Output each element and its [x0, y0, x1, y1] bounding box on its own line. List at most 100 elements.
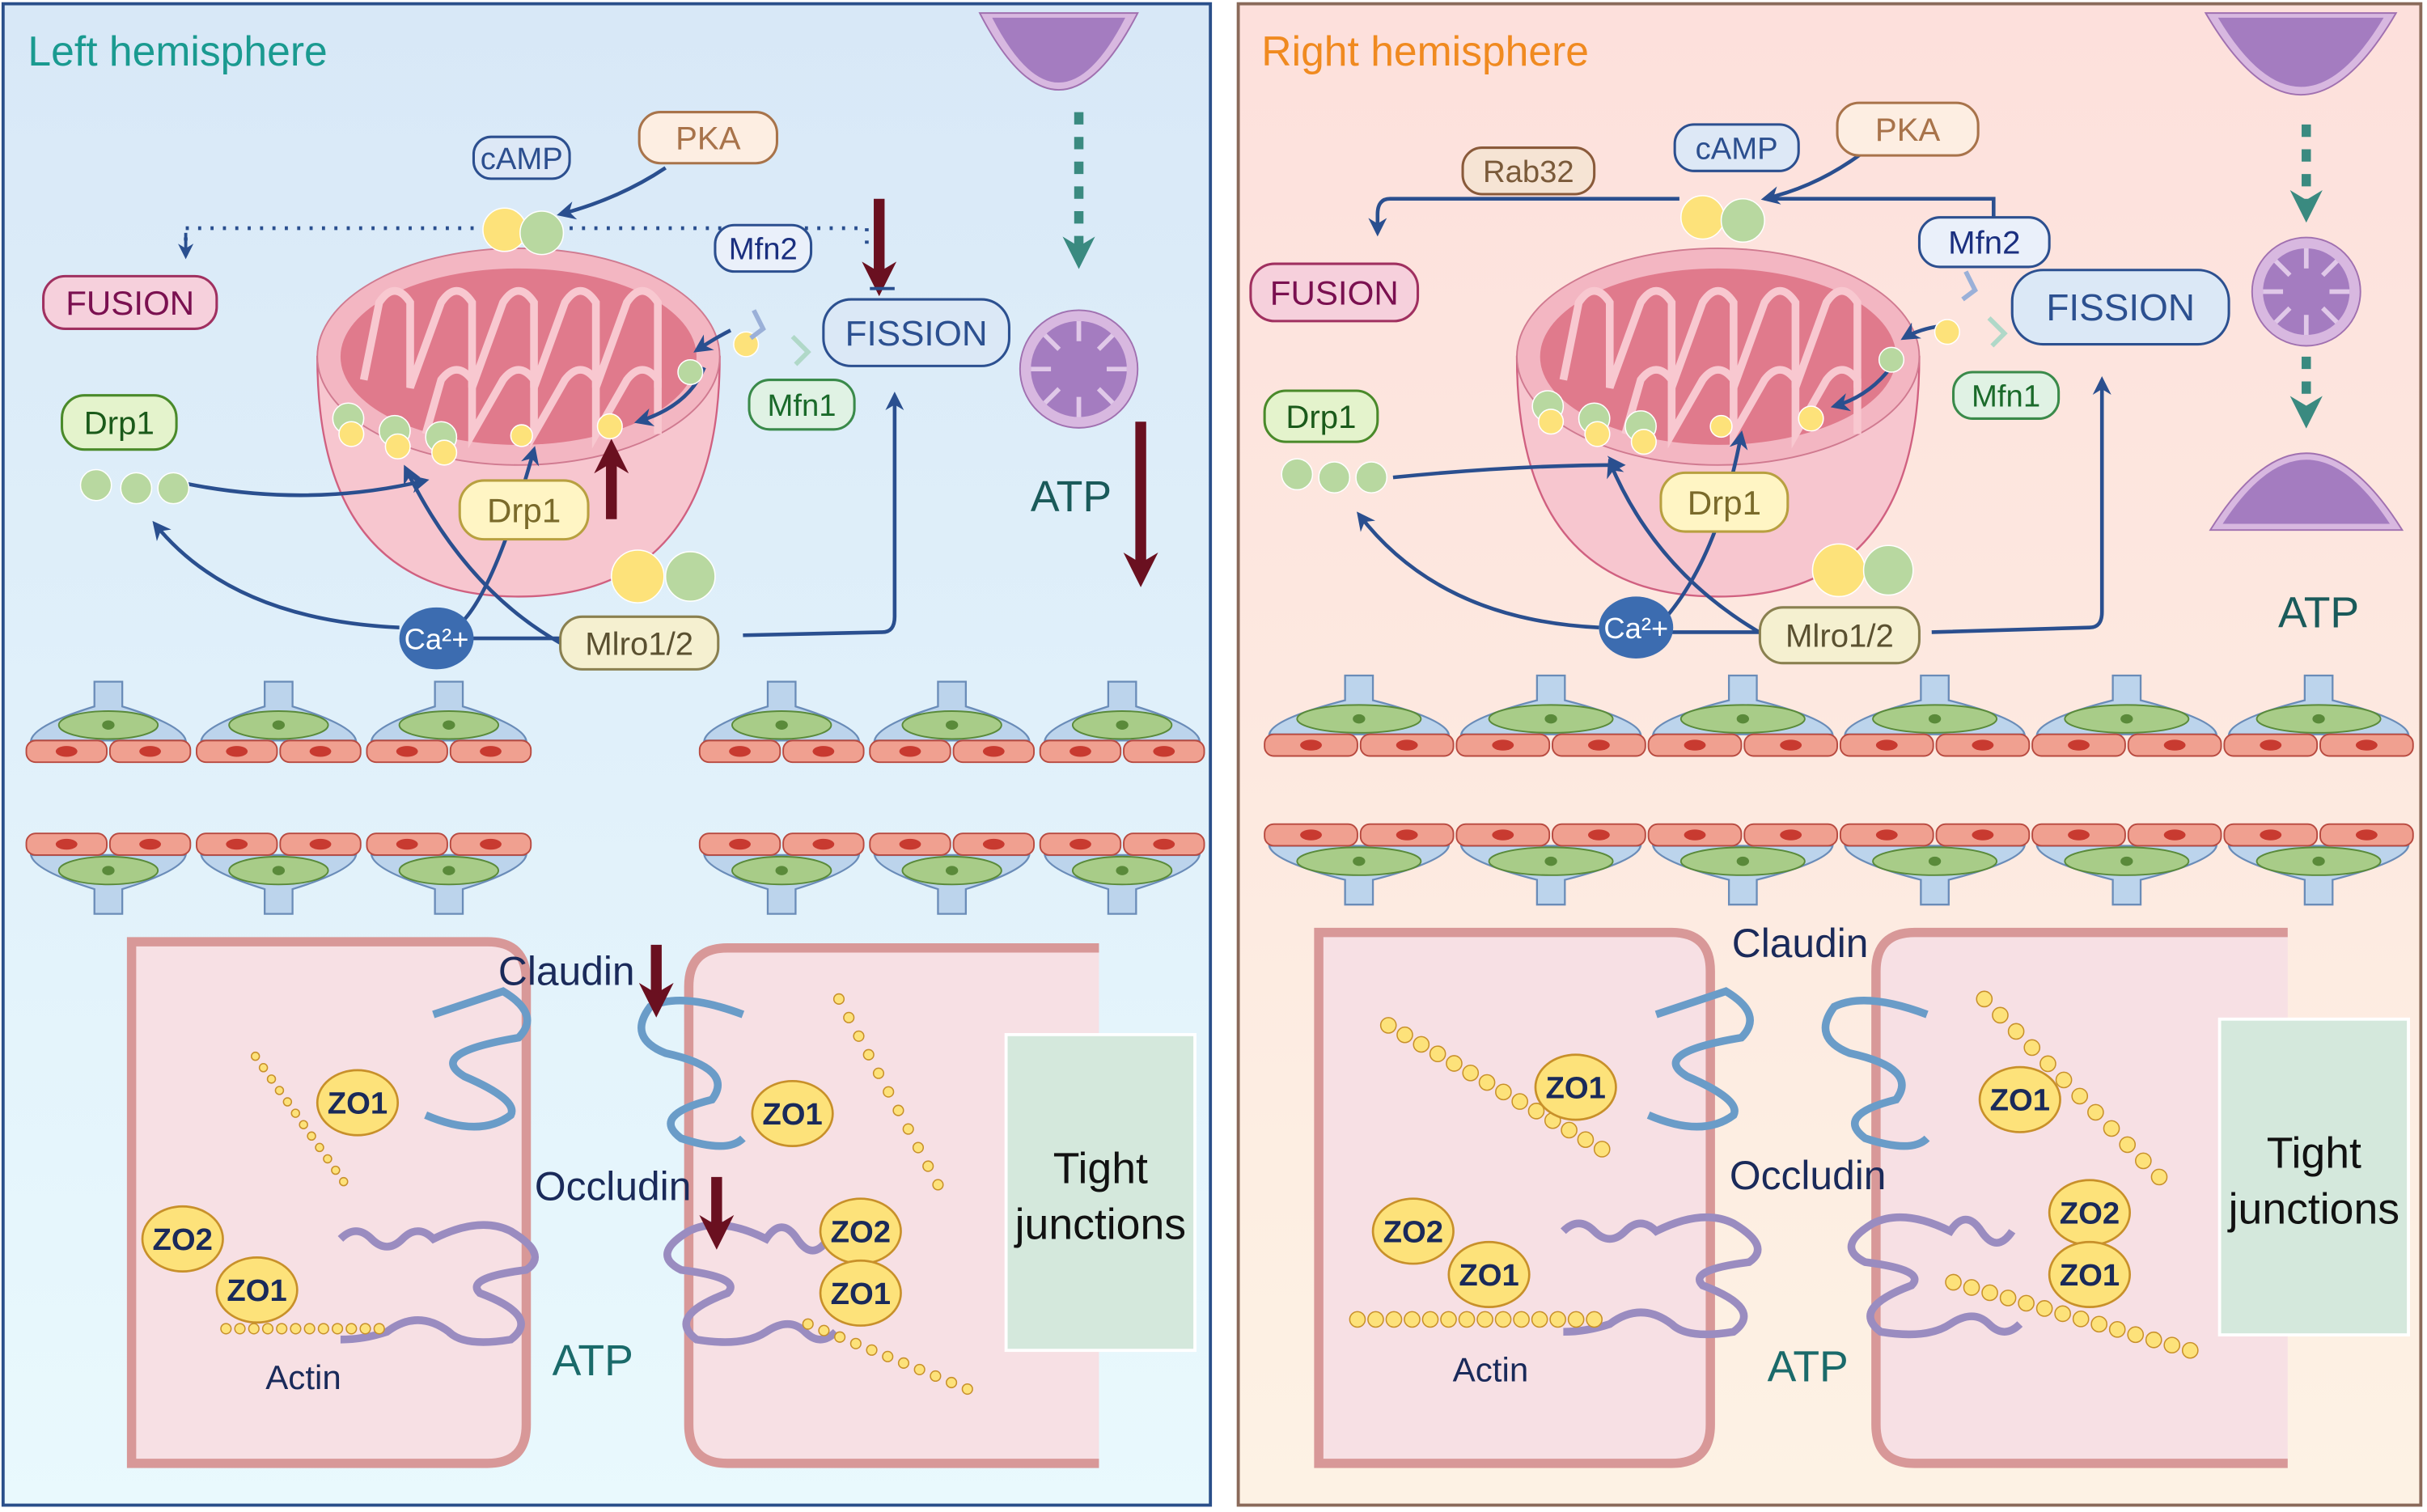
- right-epithelial-cell: [684, 943, 1099, 1468]
- drp1-cytosolic-node-label: Drp1: [1286, 399, 1356, 435]
- fusion-node: FUSION: [42, 274, 218, 330]
- zo2-protein-label: ZO2: [1383, 1214, 1443, 1249]
- tight-junctions-box: [2217, 1017, 2410, 1336]
- mlro-node: Mlro1/2: [1758, 606, 1921, 665]
- endothelial-nucleus: [1300, 739, 1322, 751]
- neurovascular-cell-unit: [1455, 823, 1646, 906]
- nucleus: [775, 720, 788, 730]
- mlro-node-box: [559, 615, 720, 671]
- endothelial-nucleus: [1780, 829, 1802, 841]
- occludin-label: Occludin: [535, 1164, 692, 1209]
- nucleus: [2312, 856, 2325, 866]
- cristae: [2273, 259, 2292, 277]
- zo1-protein-label: ZO1: [1459, 1258, 1518, 1293]
- fission-node-box: [2010, 269, 2230, 346]
- actin-bead: [1976, 990, 1993, 1008]
- actin-bead: [930, 1370, 942, 1383]
- drp1-oligomer: [1709, 414, 1733, 438]
- actin-label: Actin: [265, 1358, 341, 1396]
- actin-bead: [866, 1344, 878, 1356]
- endothelial-nucleus: [2068, 829, 2090, 841]
- drp1-oligomer: [1811, 543, 1866, 598]
- endothelial-nucleus: [1875, 829, 1898, 841]
- actin-bead: [912, 1141, 925, 1154]
- endothelial-nucleus: [899, 838, 921, 850]
- camp-node-label: cAMP: [481, 142, 563, 176]
- atp-label: ATP: [1031, 473, 1112, 521]
- zo1-protein-shape: [751, 1079, 834, 1147]
- rab32-node: Rab32: [1461, 146, 1596, 196]
- zo1-protein: ZO1: [751, 1079, 834, 1147]
- drp1-oligomer: [384, 433, 411, 460]
- nucleus: [1736, 856, 1749, 866]
- mff-protein: [664, 551, 716, 602]
- zo1-protein-shape: [1978, 1065, 2061, 1133]
- nucleus: [2120, 856, 2133, 866]
- zo1-protein-label: ZO1: [328, 1086, 388, 1120]
- ca-to-mitochondria-arrow: [1662, 430, 1748, 621]
- pka-node: PKA: [1836, 101, 1980, 157]
- zo1-protein: ZO1: [819, 1259, 902, 1327]
- zo2-protein-label: ZO2: [2060, 1196, 2120, 1230]
- neurovascular-cell-unit: [2223, 823, 2414, 906]
- actin-bead: [1440, 1311, 1457, 1328]
- actin-bead: [1421, 1311, 1439, 1328]
- zo2-protein-shape: [141, 1205, 224, 1273]
- actin-bead: [2163, 1336, 2181, 1354]
- fusion-node-label: FUSION: [66, 284, 194, 322]
- nucleus: [102, 720, 115, 730]
- actin-bead: [2145, 1331, 2162, 1349]
- endothelial-nucleus: [982, 838, 1005, 850]
- actin-bead: [282, 1097, 293, 1107]
- actin-bead: [299, 1120, 308, 1129]
- endothelial-nucleus: [139, 838, 161, 850]
- rab32-node-label: Rab32: [1483, 155, 1574, 189]
- fission-node: FISSION: [2010, 269, 2230, 346]
- mlro-to-mitochondria-arrow: [404, 464, 561, 645]
- zo2-protein: ZO2: [141, 1205, 224, 1273]
- camp-node-label: cAMP: [1696, 131, 1778, 166]
- fission-node-label: FISSION: [2046, 286, 2195, 328]
- endothelial-nucleus: [396, 838, 418, 850]
- drp1-cytosolic-node: Drp1: [61, 394, 178, 451]
- panel-title: Left hemisphere: [28, 28, 327, 74]
- drp1-oligomer: [1798, 405, 1824, 432]
- pka-node-label: PKA: [676, 121, 741, 157]
- cristae: [2273, 306, 2292, 324]
- left-epithelial-cell: [1314, 927, 1715, 1468]
- mlro-node-label: Mlro1/2: [585, 625, 693, 662]
- actin-bead: [220, 1323, 232, 1335]
- cristae: [1043, 387, 1061, 405]
- mlro-to-mitochondria-arrow: [1607, 458, 1766, 637]
- camp-node-box: [472, 135, 571, 180]
- mlro-node: Mlro1/2: [559, 615, 720, 671]
- nucleus: [272, 866, 286, 875]
- actin-bead: [1561, 1121, 1578, 1139]
- nucleus: [946, 866, 959, 875]
- endothelial-nucleus: [139, 746, 161, 757]
- endothelial-nucleus: [1780, 739, 1802, 751]
- actin-bead: [2135, 1152, 2152, 1170]
- actin-bead: [1404, 1311, 1421, 1328]
- nucleus: [1544, 714, 1557, 724]
- drp1-oligomer: [431, 439, 458, 466]
- actin-bead: [843, 1011, 855, 1023]
- actin-bead: [1458, 1311, 1476, 1328]
- mitochondrion-matrix: [1540, 268, 1896, 445]
- rab32-node-box: [1461, 146, 1596, 196]
- panel-title: Right hemisphere: [1261, 28, 1589, 74]
- neurovascular-cell-unit: [1647, 823, 1839, 906]
- tight-junction-region: TightjunctionsClaudinOccludinATPActinZO1…: [1314, 921, 2410, 1468]
- mfn-protein: [1878, 346, 1905, 373]
- endothelial-nucleus: [309, 838, 332, 850]
- zo1-protein-label: ZO1: [831, 1277, 891, 1311]
- actin-bead: [872, 1067, 885, 1079]
- zo1-protein: ZO1: [1978, 1065, 2061, 1133]
- drp1-oligomer: [510, 424, 533, 447]
- zo2-protein: ZO2: [1371, 1197, 1455, 1265]
- actin-bead: [2007, 1023, 2025, 1040]
- drp1-oligomer: [596, 413, 623, 440]
- zo2-protein-shape: [1371, 1197, 1455, 1265]
- free-drp1-protein: [1318, 461, 1351, 494]
- actin-bead: [290, 1108, 300, 1118]
